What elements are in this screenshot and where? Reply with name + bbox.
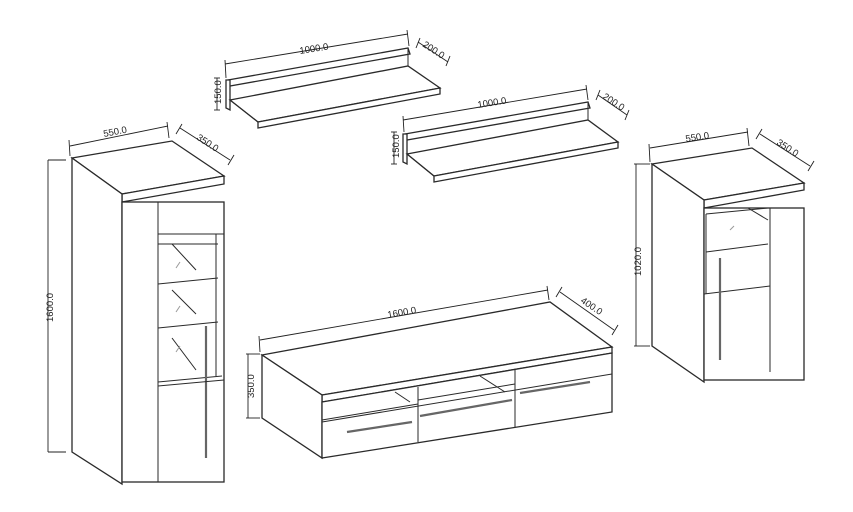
tv-stand xyxy=(246,285,619,460)
shelf2-depth-label: 200.0 xyxy=(600,91,626,113)
shelf2-height-label: 150.0 xyxy=(391,134,402,158)
low-cabinet-height-label: 1020.0 xyxy=(633,247,644,276)
low-cabinet-depth-label: 350.0 xyxy=(774,137,800,159)
tall-cabinet-height-label: 1600.0 xyxy=(45,293,56,322)
shelf1-width-label: 1000.0 xyxy=(299,42,329,57)
low-display-cabinet xyxy=(634,127,815,384)
low-cabinet-width-label: 550.0 xyxy=(685,130,710,145)
wall-shelf-1 xyxy=(214,29,451,129)
tall-cabinet-depth-label: 350.0 xyxy=(194,132,220,154)
wall-shelf-2 xyxy=(391,84,630,183)
shelf1-depth-label: 200.0 xyxy=(420,39,446,61)
tv-stand-height-label: 350.0 xyxy=(246,374,257,398)
tall-display-cabinet xyxy=(47,121,235,486)
shelf2-width-label: 1000.0 xyxy=(477,96,507,111)
tall-cabinet-width-label: 550.0 xyxy=(102,125,127,140)
tv-stand-width-label: 1600.0 xyxy=(387,305,418,321)
shelf1-height-label: 150.0 xyxy=(213,80,224,104)
